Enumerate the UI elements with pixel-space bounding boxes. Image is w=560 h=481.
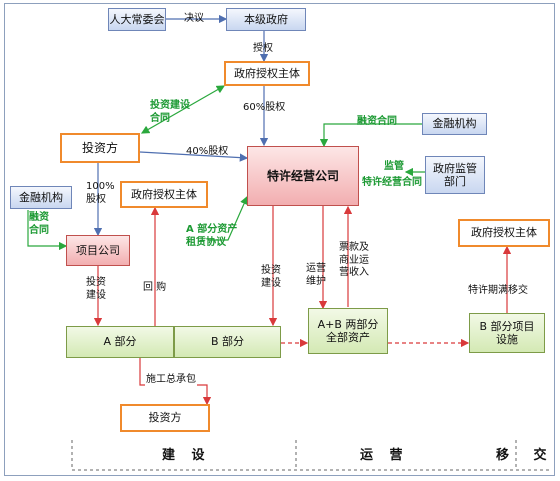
- investor-label: 投资方: [81, 140, 118, 155]
- project-company-label: 项目公司: [76, 243, 120, 257]
- invest-contract-label: 投资建设 合同: [150, 100, 190, 124]
- part-a-label: A 部分: [103, 335, 137, 349]
- equity-60-label: 60%股权: [243, 102, 286, 113]
- part-b-node: B 部分: [174, 326, 281, 358]
- gov-auth-right-node: 政府授权主体: [458, 219, 550, 247]
- concession-company-label: 特许经营公司: [266, 168, 339, 183]
- regulator-node: 政府监管部门: [425, 156, 485, 194]
- phase-build: 建 设: [162, 448, 211, 463]
- invest-contract-arrow: [140, 85, 226, 134]
- equity-40-label: 40%股权: [186, 146, 229, 157]
- lease-agreement-label: A 部分资产 租赁协议: [186, 224, 238, 248]
- invest-build-mid-label: 投资 建设: [261, 265, 281, 289]
- operate-maintain-label: 运营 维护: [306, 263, 326, 287]
- finance-right-label: 金融机构: [432, 117, 477, 131]
- npc-node: 人大常委会: [108, 8, 166, 31]
- finance-left-arrow: [27, 210, 68, 251]
- gov-auth-top-label: 政府授权主体: [234, 66, 300, 80]
- gov-auth-mid-node: 政府授权主体: [120, 181, 208, 208]
- investor-bottom-label: 投资方: [148, 411, 182, 425]
- all-assets-node: A+B 两部分 全部资产: [308, 308, 388, 354]
- invest-build-left-label: 投资 建设: [86, 277, 106, 301]
- gov-auth-right-label: 政府授权主体: [471, 226, 537, 240]
- all-assets-label: A+B 两部分 全部资产: [317, 317, 379, 344]
- finance-right-node: 金融机构: [422, 113, 487, 135]
- finance-left-label: 金融机构: [19, 190, 63, 204]
- equity-100-label: 100% 股权: [86, 181, 115, 205]
- supervise-label: 监管: [384, 161, 404, 172]
- investor-to-concession-arrow: [139, 151, 249, 162]
- resolution-label: 决议: [184, 13, 204, 24]
- buyback-label: 回 购: [143, 282, 167, 293]
- finance-contract-left-label: 融资 合同: [29, 212, 49, 236]
- finance-contract-right-label: 融资合同: [357, 116, 397, 127]
- investor-bottom-node: 投资方: [120, 404, 210, 432]
- b-facilities-label: B 部分项目 设施: [479, 319, 535, 346]
- concession-company-node: 特许经营公司: [247, 146, 359, 206]
- epc-label: 施工总承包: [145, 374, 197, 387]
- regulator-label: 政府监管部门: [433, 161, 477, 188]
- investor-node: 投资方: [60, 133, 140, 163]
- part-a-node: A 部分: [66, 326, 174, 358]
- phase-operate: 运 营: [360, 448, 409, 463]
- phase-transfer: 移 交: [496, 448, 557, 463]
- finance-left-node: 金融机构: [10, 186, 72, 209]
- government-node: 本级政府: [226, 8, 306, 31]
- gov-auth-mid-label: 政府授权主体: [131, 187, 197, 201]
- lease-arrow: [208, 195, 248, 241]
- part-b-label: B 部分: [210, 335, 245, 349]
- authorize-label: 授权: [253, 43, 273, 54]
- government-label: 本级政府: [244, 12, 288, 26]
- gov-auth-top-node: 政府授权主体: [224, 61, 310, 86]
- b-facilities-node: B 部分项目 设施: [469, 313, 545, 353]
- handover-label: 特许期满移交: [468, 285, 528, 296]
- project-company-node: 项目公司: [66, 235, 130, 266]
- npc-label: 人大常委会: [109, 12, 165, 26]
- concession-contract-label: 特许经营合同: [362, 177, 422, 188]
- finance-right-arrow: [319, 123, 422, 148]
- ticket-income-label: 票款及 商业运 营收入: [339, 242, 369, 278]
